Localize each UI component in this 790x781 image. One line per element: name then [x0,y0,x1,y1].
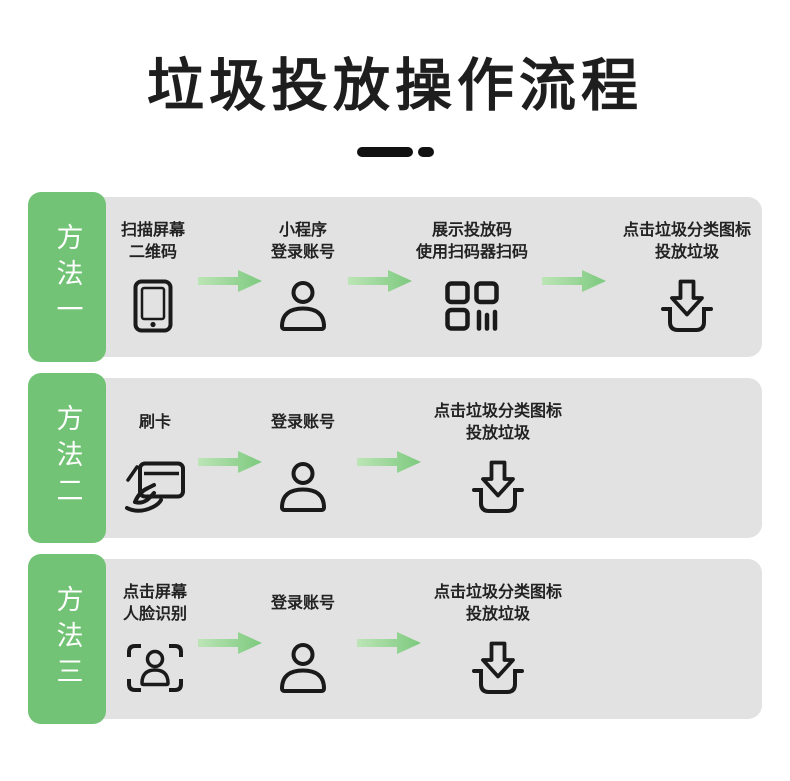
step-text-line: 投放垃圾 [465,606,530,623]
drop-trash-icon [470,636,526,700]
step-text-line: 小程序 [278,222,327,239]
step-text-line: 点击屏幕 [122,584,187,601]
step-text-line: 投放垃圾 [465,425,530,442]
step-text: 点击垃圾分类图标 投放垃圾 [434,580,562,628]
step-text-line: 使用扫码器扫码 [415,244,528,261]
method-2-label: 方法二 [28,373,106,543]
method-3-label-text: 方法三 [52,585,83,693]
step-text: 登录账号 [271,580,335,628]
person-icon [277,636,329,700]
step-text-line: 扫描屏幕 [120,222,185,239]
step-text: 扫描屏幕 二维码 [121,218,185,266]
step-text: 点击垃圾分类图标 投放垃圾 [434,399,562,447]
step-scan-screen-qrcode: 扫描屏幕 二维码 [73,218,233,338]
drop-trash-icon [659,274,715,338]
flow-arrow-icon [357,451,421,473]
face-scan-icon [124,636,186,700]
step-text-line: 登录账号 [270,414,335,431]
title-dash-short-icon [417,147,434,157]
method-1-label: 方法一 [28,192,106,362]
flow-arrow-icon [542,270,606,292]
step-text: 点击屏幕 人脸识别 [123,580,187,628]
method-row-3: 方法三 点击屏幕 人脸识别 登录账号 点击垃圾分类图标 投放垃圾 [28,554,762,724]
method-3-label: 方法三 [28,554,106,724]
step-miniprogram-login: 小程序 登录账号 [223,218,383,338]
step-login-account: 登录账号 [223,580,383,700]
step-text-line: 点击垃圾分类图标 [433,403,562,420]
step-text-line: 二维码 [128,244,177,261]
step-tap-category-drop: 点击垃圾分类图标 投放垃圾 [418,580,578,700]
person-icon [277,274,329,338]
page-title: 垃圾投放操作流程 [147,54,643,118]
step-text: 展示投放码 使用扫码器扫码 [416,218,528,266]
step-swipe-card: 刷卡 [75,399,235,519]
drop-trash-icon [470,455,526,519]
step-text-line: 点击垃圾分类图标 [622,222,751,239]
step-text-line: 登录账号 [270,595,335,612]
step-text: 登录账号 [271,399,335,447]
step-text-line: 刷卡 [138,414,171,431]
step-login-account: 登录账号 [223,399,383,519]
title-underline [0,147,790,157]
person-icon [277,455,329,519]
step-text: 点击垃圾分类图标 投放垃圾 [623,218,751,266]
step-text-line: 登录账号 [270,244,335,261]
step-show-drop-code: 展示投放码 使用扫码器扫码 [392,218,552,338]
step-text-line: 人脸识别 [122,606,187,623]
title-dash-long-icon [356,147,413,157]
step-text: 刷卡 [139,399,171,447]
method-row-2: 方法二 刷卡 登录账号 点击垃圾分类图标 投放垃圾 [28,373,762,543]
step-text-line: 展示投放码 [431,222,512,239]
method-2-label-text: 方法二 [52,404,83,512]
method-row-1: 方法一 扫描屏幕 二维码 小程序 登录账号 展示投放码 [28,192,762,362]
flow-arrow-icon [357,632,421,654]
step-text-line: 投放垃圾 [654,244,719,261]
step-tap-category-drop: 点击垃圾分类图标 投放垃圾 [418,399,578,519]
phone-icon [133,274,173,338]
method-1-label-text: 方法一 [52,223,83,331]
scan-code-icon [445,274,500,338]
step-tap-category-drop: 点击垃圾分类图标 投放垃圾 [607,218,767,338]
step-text: 小程序 登录账号 [271,218,335,266]
step-text-line: 点击垃圾分类图标 [433,584,562,601]
card-swipe-icon [123,455,187,519]
step-face-recognition: 点击屏幕 人脸识别 [75,580,235,700]
